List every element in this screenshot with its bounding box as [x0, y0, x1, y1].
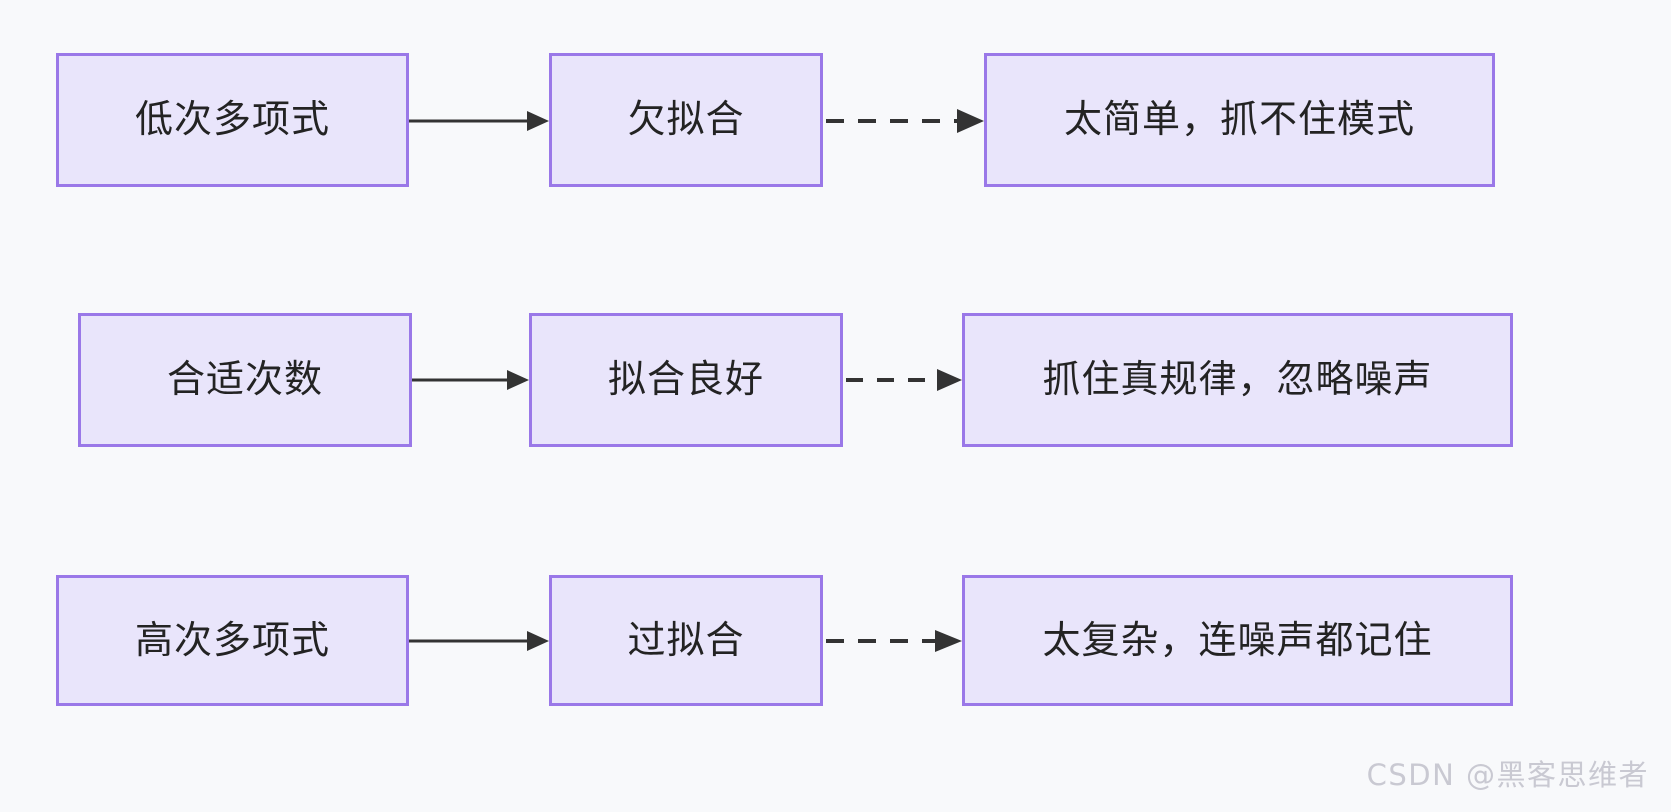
node-underfit-result[interactable]: 太简单，抓不住模式: [984, 53, 1495, 187]
node-label: 欠拟合: [627, 97, 745, 142]
node-good-fit[interactable]: 拟合良好: [529, 313, 843, 447]
node-overfit-result[interactable]: 太复杂，连噪声都记住: [962, 575, 1513, 706]
node-label: 低次多项式: [134, 97, 330, 142]
node-label: 合适次数: [166, 357, 323, 402]
node-label: 高次多项式: [134, 617, 330, 662]
node-label: 太复杂，连噪声都记住: [1042, 617, 1433, 662]
node-underfitting[interactable]: 欠拟合: [549, 53, 823, 187]
edge-dashed-row3: [826, 630, 962, 652]
edge-solid-row1: [409, 111, 549, 131]
node-label: 抓住真规律，忽略噪声: [1042, 357, 1433, 402]
csdn-watermark: CSDN @黑客思维者: [1366, 758, 1649, 792]
node-label: 过拟合: [627, 617, 745, 662]
edge-dashed-row1: [826, 109, 984, 133]
node-suitable-degree[interactable]: 合适次数: [78, 313, 412, 447]
node-overfitting[interactable]: 过拟合: [549, 575, 823, 706]
node-low-degree-polynomial[interactable]: 低次多项式: [56, 53, 409, 187]
node-label: 拟合良好: [607, 357, 764, 402]
node-high-degree-polynomial[interactable]: 高次多项式: [56, 575, 409, 706]
edge-solid-row2: [412, 370, 529, 390]
node-label: 太简单，抓不住模式: [1063, 97, 1415, 142]
node-goodfit-result[interactable]: 抓住真规律，忽略噪声: [962, 313, 1513, 447]
edge-dashed-row2: [846, 369, 962, 391]
edge-solid-row3: [409, 631, 549, 651]
